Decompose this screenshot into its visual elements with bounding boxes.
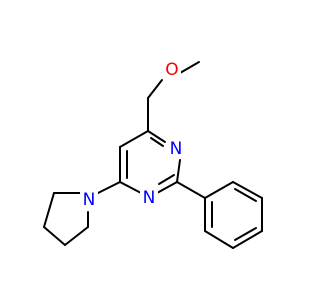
atom-nitrogen-3: N xyxy=(80,190,98,210)
atom-oxygen: O xyxy=(163,60,181,81)
bond-cb-cc xyxy=(43,226,66,246)
nitrogen-label-2: N xyxy=(143,188,156,208)
atom-nitrogen-2: N xyxy=(140,187,158,208)
oxygen-label: O xyxy=(165,60,178,80)
bond-ph2-ph3 xyxy=(232,181,263,199)
atom-labels: O N N N xyxy=(80,60,185,210)
nitrogen-label-3: N xyxy=(83,190,96,210)
bond-ph2-ph3-inner xyxy=(234,188,257,202)
bond-c6-n1 xyxy=(147,130,166,143)
bond-c5-c6 xyxy=(119,130,149,148)
bond-o-ch2 xyxy=(147,79,163,99)
bond-c2-phenyl xyxy=(176,181,206,199)
bond-c6-n1-inner xyxy=(150,137,164,147)
bond-c2-n3 xyxy=(156,181,178,194)
bond-ph1-ph2 xyxy=(204,181,234,199)
bond-n3-c4 xyxy=(119,181,142,194)
bond-cc-cd xyxy=(43,192,55,228)
bonds xyxy=(43,61,263,249)
molecule-structure: O N N N xyxy=(0,0,300,300)
background xyxy=(0,0,300,300)
nitrogen-label-1: N xyxy=(170,139,183,159)
bond-ph4-ph5-inner xyxy=(234,227,257,241)
bond-c2-n3-inner xyxy=(158,174,175,185)
bond-ph4-ph5 xyxy=(232,230,263,249)
bond-n1-c2 xyxy=(176,159,181,183)
atom-nitrogen-1: N xyxy=(167,138,185,159)
bond-ph5-ph6 xyxy=(204,230,234,249)
bond-c4-npyr xyxy=(97,181,121,194)
bond-methyl-o xyxy=(179,61,200,74)
bond-ca-cb xyxy=(64,226,89,246)
